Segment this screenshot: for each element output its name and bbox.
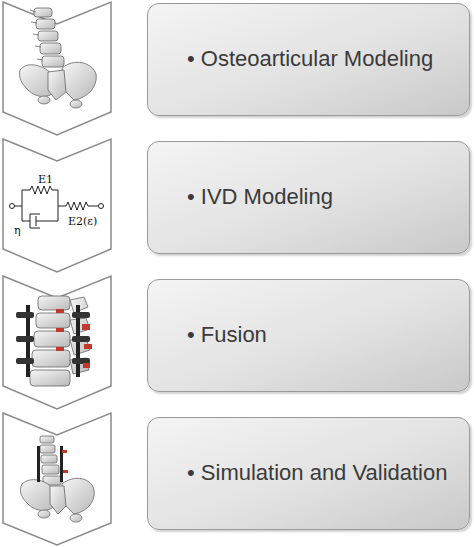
process-box: • Simulation and Validation: [147, 417, 470, 530]
spine-pelvis: [19, 8, 96, 108]
fusion-spine: [30, 296, 90, 386]
process-box: • IVD Modeling: [147, 141, 470, 254]
process-box: • Fusion: [147, 279, 470, 392]
fusion-instrumentation: [16, 305, 92, 377]
box-text: • Fusion: [148, 321, 286, 350]
model-symbol: η: [14, 225, 21, 236]
box-text: • IVD Modeling: [148, 183, 349, 212]
process-box: • Osteoarticular Modeling: [147, 3, 470, 116]
box-text: • Simulation and Validation: [148, 459, 463, 488]
model-symbol: E1: [38, 174, 53, 185]
chevron: [3, 2, 111, 545]
model-symbol: E2(ε): [68, 216, 97, 227]
rheology-model: [10, 186, 104, 228]
simulation-implant: [37, 446, 68, 482]
box-text: • Osteoarticular Modeling: [148, 45, 449, 74]
simulation-model: [20, 436, 94, 522]
